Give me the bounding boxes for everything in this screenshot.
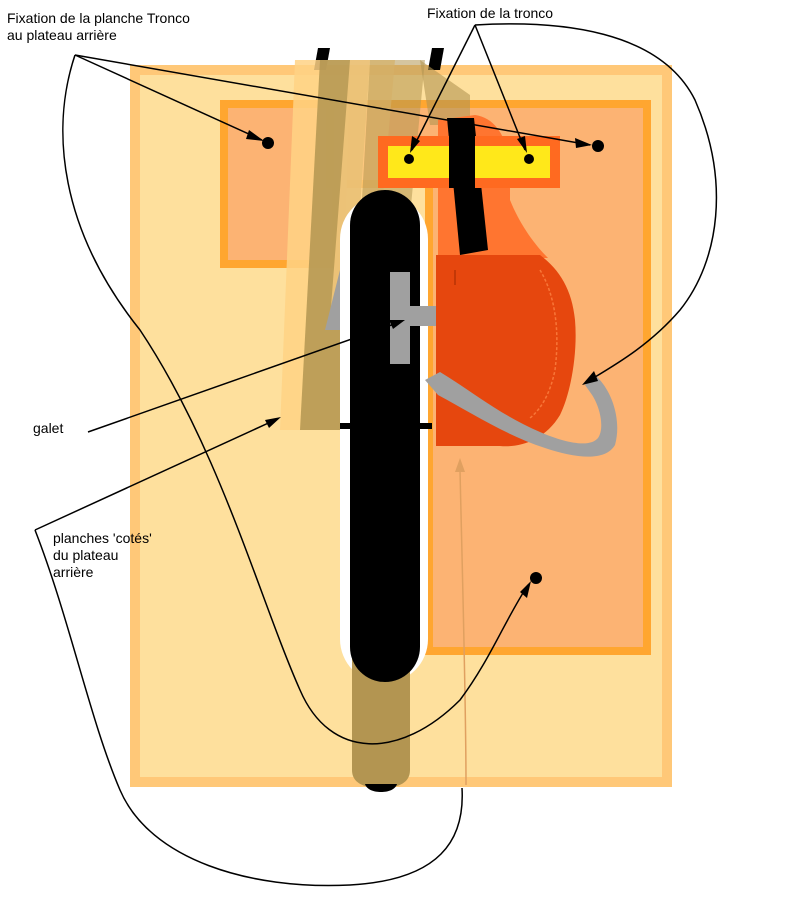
annot-planches-to-plank <box>34 419 276 531</box>
label-fixation-plateau-line1: Fixation de la planche Tronco <box>7 10 190 26</box>
tronco-dot-left <box>404 154 414 164</box>
label-planches: planches 'cotés' du plateau arrière <box>53 530 152 581</box>
thin-arrow-head <box>455 458 465 472</box>
label-fixation-plateau: Fixation de la planche Tronco au plateau… <box>7 10 190 44</box>
arrowhead-planches <box>265 417 281 428</box>
annot-tronco-curve-handle <box>474 23 718 381</box>
galet-arm <box>408 306 436 326</box>
annot-plateau-to-left-dot <box>74 54 263 141</box>
annotation-lines <box>34 23 718 887</box>
annot-galet <box>87 321 401 433</box>
annot-plateau-to-right-dot <box>74 54 591 146</box>
axle <box>340 423 432 429</box>
annot-tronco-right <box>474 24 526 151</box>
arrowhead-left-dot <box>246 130 264 141</box>
fixation-dot-bottom <box>530 572 542 584</box>
arrowhead-tronco-right <box>517 136 527 153</box>
annotation-arrowheads <box>246 130 598 598</box>
label-galet: galet <box>33 420 64 436</box>
arrowhead-bottom-dot <box>520 581 531 598</box>
thin-arrow-line <box>459 469 467 786</box>
label-planches-line1: planches 'cotés' <box>53 530 152 546</box>
label-fixation-tronco: Fixation de la tronco <box>427 5 554 21</box>
annot-plateau-curve-to-bottom <box>62 54 529 745</box>
chainsaw-body-highlight <box>529 269 558 419</box>
chainsaw-handle <box>425 372 618 457</box>
label-planches-line2: du plateau <box>53 547 119 563</box>
arrowhead-handle <box>582 371 598 385</box>
arrowhead-tronco-left <box>410 136 420 153</box>
wheel-bottom-tip <box>365 784 397 792</box>
fixation-dot-left <box>262 137 274 149</box>
arrowhead-right-dot <box>575 138 592 148</box>
fixation-dot-right <box>592 140 604 152</box>
tronco-dot-right <box>524 154 534 164</box>
blade-over-bar <box>449 136 475 188</box>
fork-top-right <box>428 48 444 70</box>
label-planches-line3: arrière <box>53 564 94 580</box>
arrowhead-galet <box>389 320 405 329</box>
galet-roller <box>390 272 410 364</box>
annot-tronco-left <box>411 24 476 151</box>
wheel <box>350 190 420 682</box>
annot-planches-curve <box>34 529 463 887</box>
label-fixation-plateau-line2: au plateau arrière <box>7 27 117 43</box>
